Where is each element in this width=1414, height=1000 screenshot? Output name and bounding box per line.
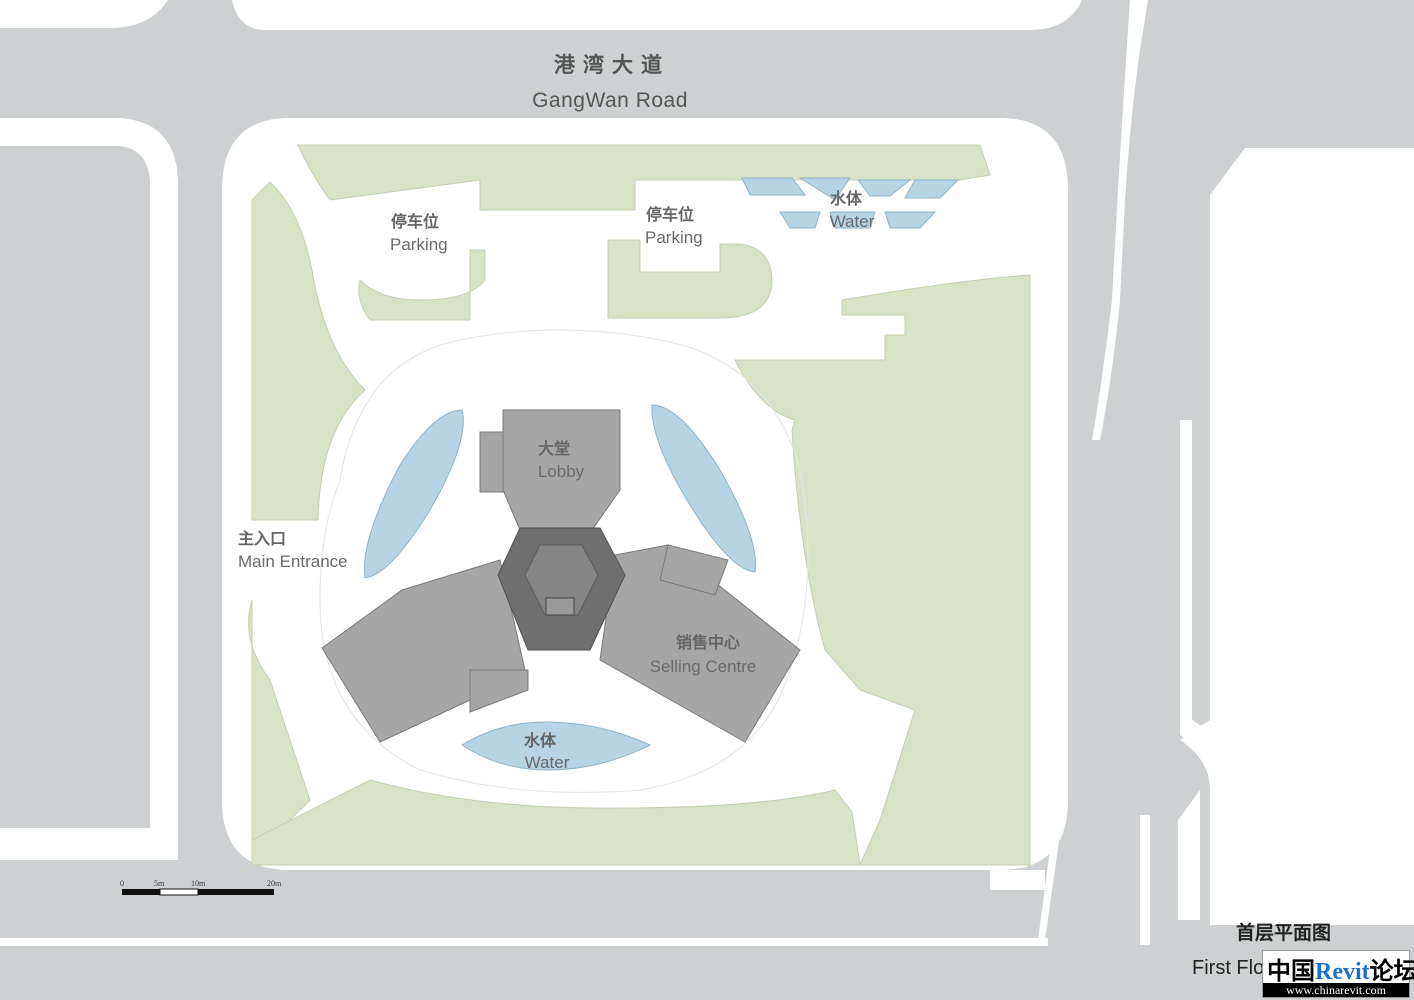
building-east-wing xyxy=(599,544,801,743)
building-east-annex xyxy=(659,544,729,596)
parking-left-label-zh: 停车位 xyxy=(391,214,440,231)
water-lobby-right xyxy=(651,404,757,573)
building-lobby-stair xyxy=(479,431,504,493)
plot-right-corner xyxy=(1178,790,1200,920)
water-south xyxy=(461,721,652,771)
green-north xyxy=(297,144,991,211)
footpath-bottom-right xyxy=(1140,815,1150,945)
water-bottom-label-zh: 水体 xyxy=(523,733,557,750)
watermark-brand: Revit xyxy=(1315,959,1370,985)
watermark-url: www.chinarevit.com xyxy=(1263,983,1409,997)
scale-bar-seg-3 xyxy=(198,889,274,895)
entrance-label-en: Main Entrance xyxy=(238,552,348,571)
plot-right xyxy=(1180,148,1414,925)
green-west xyxy=(251,181,366,521)
road-name-zh: 港湾大道 xyxy=(554,54,670,77)
selling-label-en: Selling Centre xyxy=(649,657,757,676)
scale-bar-seg-2 xyxy=(159,888,199,896)
footpath-bottom xyxy=(990,870,1045,890)
parking-mid-label-zh: 停车位 xyxy=(646,207,695,224)
drawing-title-en: First Flo xyxy=(1192,957,1265,979)
water-top-6 xyxy=(884,211,937,229)
plot-top-left xyxy=(0,0,168,28)
scale-tick-10m: 10m xyxy=(191,879,206,888)
water-bottom-label-en: Water xyxy=(524,753,570,772)
watermark-logo: 中国Revit论坛 www.chinarevit.com xyxy=(1262,950,1414,998)
scale-bar-seg-1 xyxy=(122,889,160,895)
watermark-cn2: 论坛 xyxy=(1369,956,1414,985)
green-parking-left xyxy=(358,249,486,321)
green-parking-mid xyxy=(607,239,773,319)
building-core-inner xyxy=(524,544,599,616)
green-east xyxy=(734,274,1031,866)
lobby-label-en: Lobby xyxy=(537,462,585,481)
water-top-1 xyxy=(741,177,807,196)
water-top-label-en: Water xyxy=(829,212,875,231)
selling-label-zh: 销售中心 xyxy=(675,635,741,652)
plot-left-inner xyxy=(0,146,150,828)
water-top-2 xyxy=(798,177,851,201)
footpath-bottom-long xyxy=(0,938,1048,946)
lobby-label-zh: 大堂 xyxy=(537,441,571,458)
plot-right-strip xyxy=(1092,0,1148,440)
plot-top-mid xyxy=(232,0,1082,30)
water-top-7 xyxy=(829,211,876,229)
building-south-annex xyxy=(469,669,529,713)
scale-tick-20m: 20m xyxy=(267,879,282,888)
parking-left-label-en: Parking xyxy=(390,235,448,254)
water-lobby-left xyxy=(363,409,464,579)
entrance-label-zh: 主入口 xyxy=(238,531,287,548)
water-top-3 xyxy=(857,179,912,197)
parking-mid-label-en: Parking xyxy=(645,228,703,247)
road-name-en: GangWan Road xyxy=(532,89,688,112)
drawing-title-zh: 首层平面图 xyxy=(1236,923,1332,944)
plot-right-curve xyxy=(1180,420,1414,780)
green-south xyxy=(251,779,861,866)
watermark-cn1: 中国 xyxy=(1267,956,1315,985)
water-top-5 xyxy=(779,211,821,229)
building-core-lift xyxy=(545,597,575,616)
watermark-title: 中国Revit论坛 xyxy=(1267,951,1414,986)
scale-tick-0: 0 xyxy=(120,879,124,888)
water-top-label-zh: 水体 xyxy=(829,191,863,208)
scale-tick-5m: 5m xyxy=(154,879,165,888)
water-top-4 xyxy=(904,179,960,199)
